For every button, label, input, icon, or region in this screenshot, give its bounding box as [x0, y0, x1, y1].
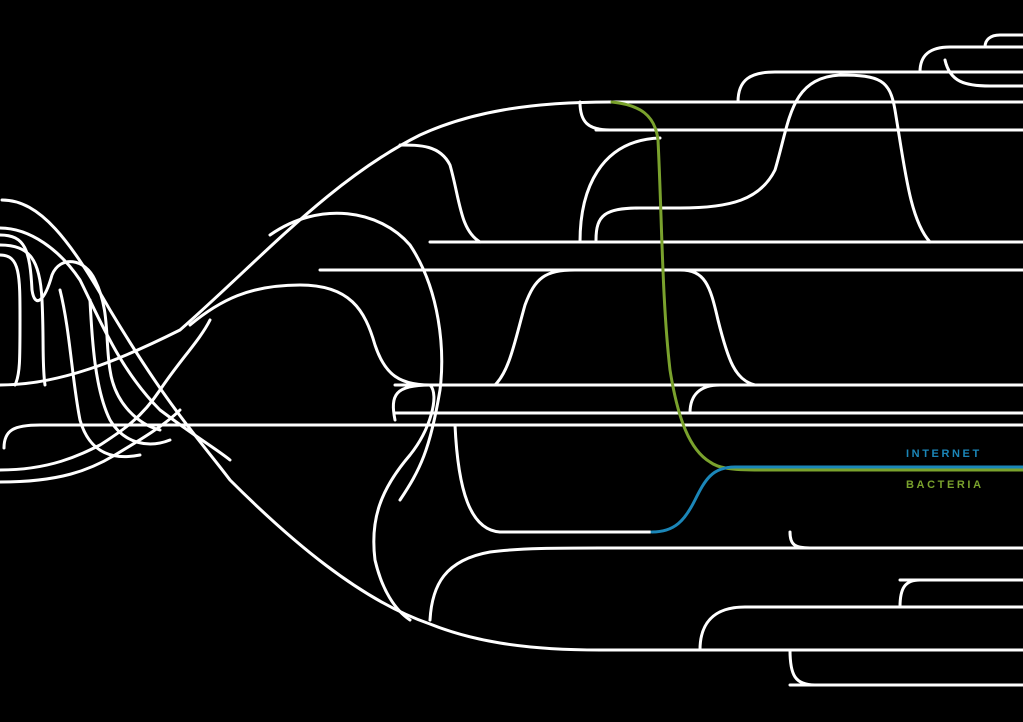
branch-mid-drop [391, 383, 432, 422]
branch-top-85 [943, 58, 1023, 88]
branch-top-72 [736, 70, 1023, 104]
branch-mid-hump [493, 268, 757, 387]
trunk-line-425 [2, 423, 1023, 450]
branch-lower-1 [453, 423, 502, 534]
loop-left-center-3 [398, 143, 482, 244]
branch-right-upper-3 [578, 136, 662, 244]
branch-lower-4 [898, 578, 922, 609]
internet-label: INTERNET [906, 448, 982, 460]
branch-top-35 [983, 33, 1023, 49]
branch-lower-5 [698, 605, 902, 652]
branch-mid-hook [688, 383, 722, 415]
branch-lower-2 [428, 546, 792, 622]
tangle-left-5 [0, 318, 212, 472]
tangle-left-3 [0, 243, 47, 387]
branch-top-50 [918, 45, 1023, 74]
loop-left-center-2 [268, 211, 444, 502]
branch-lower-6 [788, 648, 817, 687]
tangle-left-7 [58, 288, 142, 459]
loop-left-center-1 [188, 283, 436, 622]
tangle-left-1 [0, 226, 232, 462]
branch-right-upper-1 [678, 73, 932, 244]
tangle-left-8 [88, 298, 172, 446]
tangle-left-2 [0, 233, 162, 432]
internet-lineage [650, 465, 1023, 534]
branch-right-upper-2 [594, 206, 682, 242]
tangle-left-6 [0, 408, 182, 484]
tangle-left-4 [0, 253, 22, 387]
bacteria-lineage [610, 100, 1023, 472]
branch-right-upper-4 [578, 100, 612, 132]
branch-lower-3 [788, 530, 812, 550]
bacteria-label: BACTERIA [906, 479, 984, 491]
